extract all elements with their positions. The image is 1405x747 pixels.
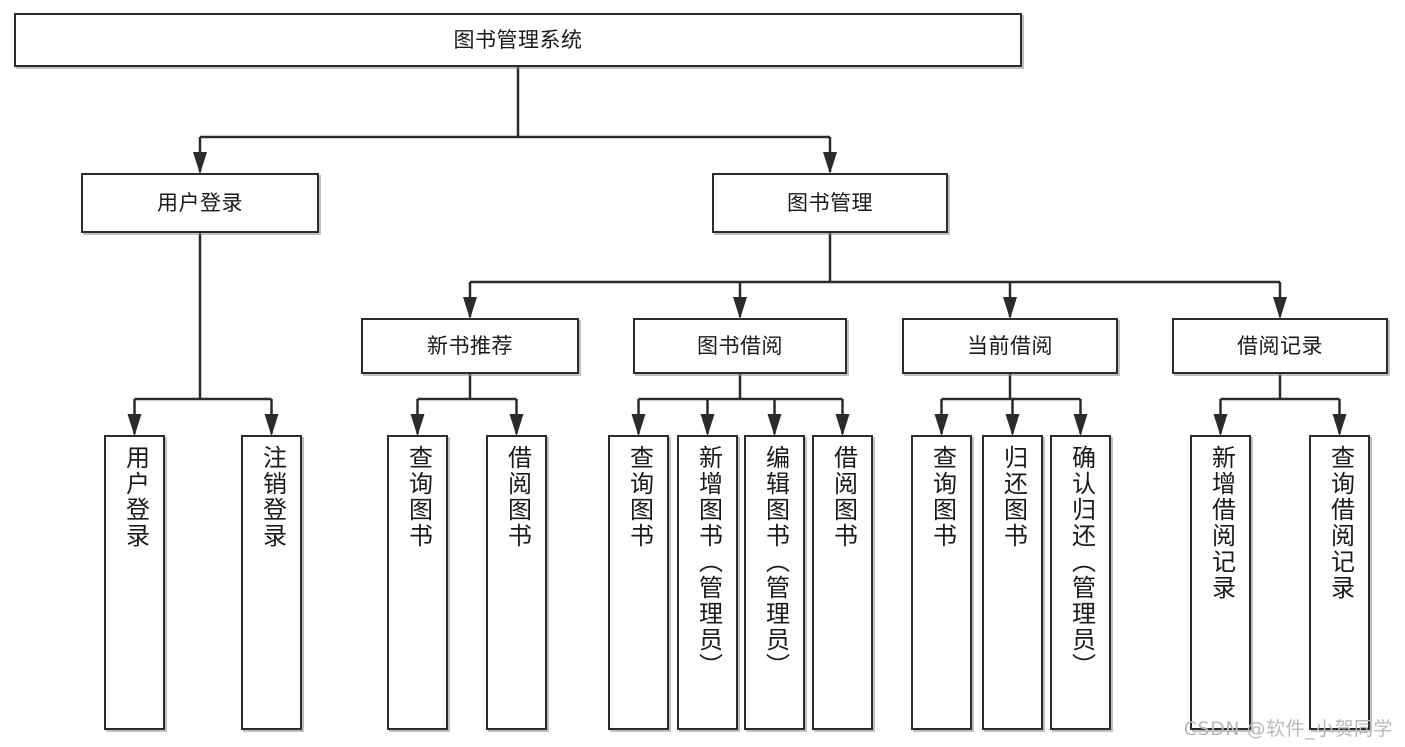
- node-leaf-login[interactable]: 用户登录: [104, 435, 165, 730]
- node-leaf-bo-br[interactable]: 借阅图书: [812, 435, 873, 730]
- node-leaf-bo-q[interactable]: 查询图书: [608, 435, 669, 730]
- node-label: 图书借阅: [697, 333, 783, 358]
- node-label: 查询图书: [404, 445, 433, 549]
- node-label: 图书管理系统: [453, 27, 583, 52]
- node-leaf-re-q[interactable]: 查询借阅记录: [1309, 435, 1370, 730]
- node-label: 用户登录: [121, 445, 150, 549]
- node-label: 归还图书: [999, 445, 1028, 549]
- arrowhead-icon: [700, 414, 715, 436]
- arrowhead-icon: [1005, 414, 1020, 436]
- node-label: 确认归还（管理员）: [1067, 445, 1096, 679]
- node-borrow[interactable]: 图书借阅: [633, 318, 847, 374]
- arrowhead-icon: [631, 414, 646, 436]
- node-leaf-bo-ed[interactable]: 编辑图书（管理员）: [744, 435, 805, 730]
- arrowhead-icon: [1003, 297, 1017, 319]
- node-label: 注销登录: [258, 445, 287, 549]
- arrowhead-icon: [127, 414, 142, 436]
- node-label: 新书推荐: [427, 333, 513, 358]
- node-bookmgmt[interactable]: 图书管理: [712, 173, 948, 233]
- arrowhead-icon: [934, 414, 949, 436]
- arrowhead-icon: [509, 414, 524, 436]
- node-leaf-logout[interactable]: 注销登录: [241, 435, 302, 730]
- node-leaf-cu-q[interactable]: 查询图书: [911, 435, 972, 730]
- node-label: 借阅记录: [1237, 333, 1323, 358]
- node-label: 查询图书: [928, 445, 957, 549]
- node-label: 用户登录: [157, 190, 243, 215]
- node-label: 图书管理: [787, 190, 873, 215]
- arrowhead-icon: [733, 297, 747, 319]
- node-root[interactable]: 图书管理系统: [14, 13, 1022, 67]
- node-leaf-nb-b[interactable]: 借阅图书: [486, 435, 547, 730]
- node-newbook[interactable]: 新书推荐: [361, 318, 579, 374]
- node-label: 借阅图书: [503, 445, 532, 549]
- arrowhead-icon: [193, 152, 207, 174]
- node-leaf-re-add[interactable]: 新增借阅记录: [1190, 435, 1251, 730]
- node-current[interactable]: 当前借阅: [902, 318, 1118, 374]
- arrowhead-icon: [1073, 414, 1088, 436]
- node-label: 编辑图书（管理员）: [761, 445, 790, 679]
- arrowhead-icon: [410, 414, 425, 436]
- node-leaf-bo-add[interactable]: 新增图书（管理员）: [677, 435, 738, 730]
- node-label: 新增图书（管理员）: [694, 445, 723, 679]
- node-leaf-cu-r[interactable]: 归还图书: [982, 435, 1043, 730]
- node-login[interactable]: 用户登录: [81, 173, 319, 233]
- node-records[interactable]: 借阅记录: [1172, 318, 1388, 374]
- arrowhead-icon: [835, 414, 850, 436]
- node-label: 当前借阅: [967, 333, 1053, 358]
- node-label: 新增借阅记录: [1207, 445, 1236, 601]
- node-label: 借阅图书: [829, 445, 858, 549]
- arrowhead-icon: [1273, 297, 1287, 319]
- arrowhead-icon: [767, 414, 782, 436]
- node-label: 查询图书: [625, 445, 654, 549]
- arrowhead-icon: [463, 297, 477, 319]
- arrowhead-icon: [1332, 414, 1347, 436]
- node-leaf-nb-q[interactable]: 查询图书: [387, 435, 448, 730]
- node-leaf-cu-c[interactable]: 确认归还（管理员）: [1050, 435, 1111, 730]
- arrowhead-icon: [1213, 414, 1228, 436]
- arrowhead-icon: [823, 152, 837, 174]
- node-label: 查询借阅记录: [1326, 445, 1355, 601]
- arrowhead-icon: [264, 414, 279, 436]
